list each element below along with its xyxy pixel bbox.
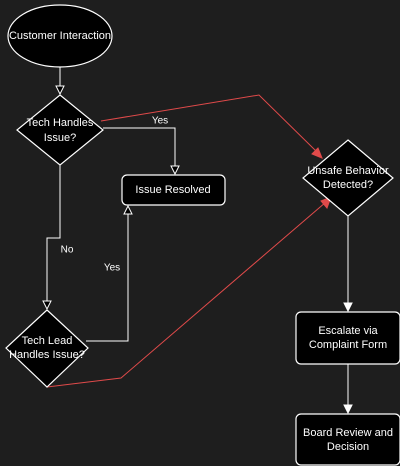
node-label-line-1: Tech Lead xyxy=(22,335,73,347)
node-issue-resolved[interactable]: Issue Resolved xyxy=(121,174,226,206)
node-label-line-2: Complaint Form xyxy=(309,339,387,351)
edge-unsafe-to-escalate xyxy=(343,216,353,313)
arrowhead-icon xyxy=(311,147,323,159)
node-label-line-1: Unsafe Behavior xyxy=(307,165,389,177)
node-label-line-2: Issue? xyxy=(44,132,76,144)
edge-label-lead-yes: Yes xyxy=(104,263,120,274)
node-label-line-1: Escalate via xyxy=(318,325,378,337)
node-board-review-and-decision[interactable]: Board Review and Decision xyxy=(295,413,400,466)
edge-lead-yes-to-resolved xyxy=(86,204,133,342)
node-label: Customer Interaction xyxy=(9,30,111,42)
edge-tech-no-to-lead xyxy=(42,164,61,311)
node-label-line-2: Handles Issue? xyxy=(9,349,85,361)
arrowhead-icon xyxy=(343,404,353,415)
node-tech-lead-handles-issue[interactable]: Tech Lead Handles Issue? xyxy=(5,309,89,388)
edge-tech-to-unsafe xyxy=(100,94,323,159)
edge-label-tech-no: No xyxy=(61,245,74,256)
node-tech-handles-issue[interactable]: Tech Handles Issue? xyxy=(16,94,104,166)
edge-escalate-to-board xyxy=(343,364,353,415)
node-unsafe-behavior-detected[interactable]: Unsafe Behavior Detected? xyxy=(302,139,394,217)
open-arrowhead-icon xyxy=(42,300,52,311)
open-arrowhead-icon xyxy=(170,165,180,176)
node-escalate-via-complaint-form[interactable]: Escalate via Complaint Form xyxy=(295,311,400,365)
node-label-line-2: Detected? xyxy=(323,179,373,191)
edge-lead-to-unsafe xyxy=(46,196,332,388)
open-arrowhead-icon xyxy=(55,85,65,96)
node-label-line-1: Board Review and xyxy=(303,427,393,439)
edge-label-tech-yes: Yes xyxy=(152,116,168,127)
node-label: Issue Resolved xyxy=(135,184,210,196)
open-arrowhead-icon xyxy=(123,204,133,215)
arrowhead-icon xyxy=(343,302,353,313)
node-customer-interaction[interactable]: Customer Interaction xyxy=(7,4,113,68)
node-label-line-1: Tech Handles xyxy=(27,117,94,129)
edge-tech-yes-to-resolved xyxy=(103,127,180,176)
edge-customer-to-tech xyxy=(55,67,65,96)
node-label-line-2: Decision xyxy=(327,441,369,453)
